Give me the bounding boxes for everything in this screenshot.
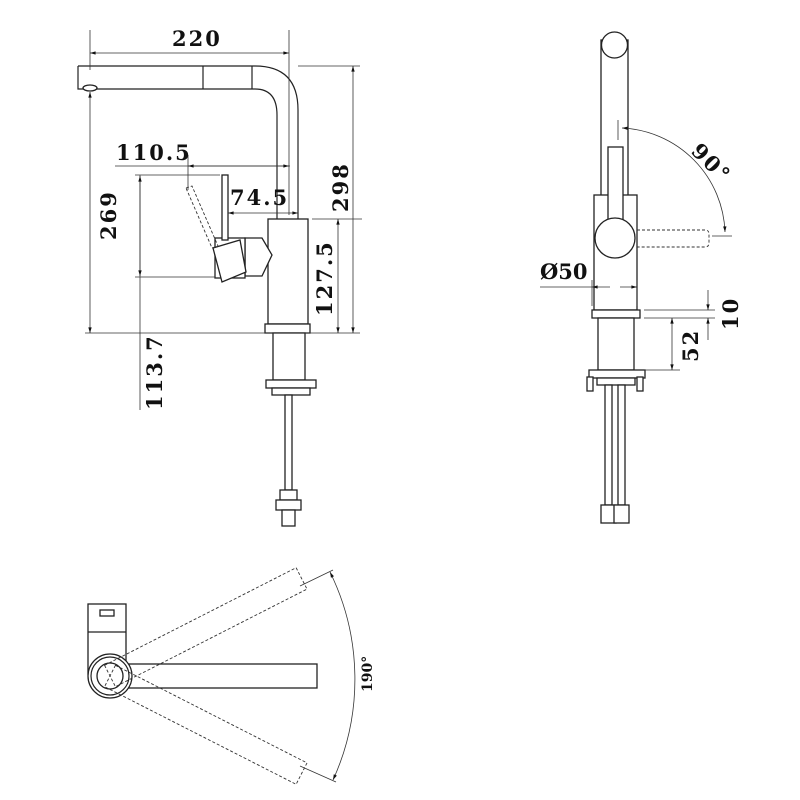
dim-110-5: 110.5 xyxy=(115,140,290,190)
dim-113-7: 113.7 xyxy=(135,174,220,410)
dim-label-269: 269 xyxy=(96,190,121,240)
dim-269: 269 xyxy=(88,92,121,334)
dim-label-110-5: 110.5 xyxy=(116,140,192,165)
front-view: 90° Ø50 10 52 xyxy=(540,31,743,524)
aerator-icon xyxy=(82,84,98,92)
supply-hose xyxy=(275,394,302,527)
dim-label-190: 190° xyxy=(360,656,376,692)
dim-diameter-50: Ø50 xyxy=(540,259,638,306)
faucet-spout xyxy=(77,65,299,220)
faucet-front xyxy=(586,31,710,524)
dim-label-90: 90° xyxy=(686,138,736,188)
dim-label-52: 52 xyxy=(678,329,703,362)
dim-127-5: 127.5 xyxy=(312,218,362,334)
handle-lever xyxy=(221,174,229,241)
faucet-body xyxy=(185,174,317,396)
dim-52: 52 xyxy=(644,317,703,371)
top-view: 190° xyxy=(87,567,376,785)
dim-label-10: 10 xyxy=(718,297,743,330)
dim-label-127-5: 127.5 xyxy=(312,240,337,316)
spout-arm xyxy=(109,663,318,689)
handle-lever xyxy=(607,146,624,228)
dim-label-298: 298 xyxy=(328,162,353,212)
dim-220: 220 xyxy=(89,26,290,215)
dim-label-220: 220 xyxy=(172,26,222,51)
dim-10: 10 xyxy=(644,290,743,340)
dim-298: 298 xyxy=(85,65,360,334)
dim-label-diameter-50: Ø50 xyxy=(540,259,588,284)
dim-label-74-5: 74.5 xyxy=(230,185,289,210)
dim-label-113-7: 113.7 xyxy=(142,334,167,410)
side-view: 220 298 269 110.5 74.5 127.5 xyxy=(77,26,362,527)
dim-74-5: 74.5 xyxy=(228,185,299,215)
